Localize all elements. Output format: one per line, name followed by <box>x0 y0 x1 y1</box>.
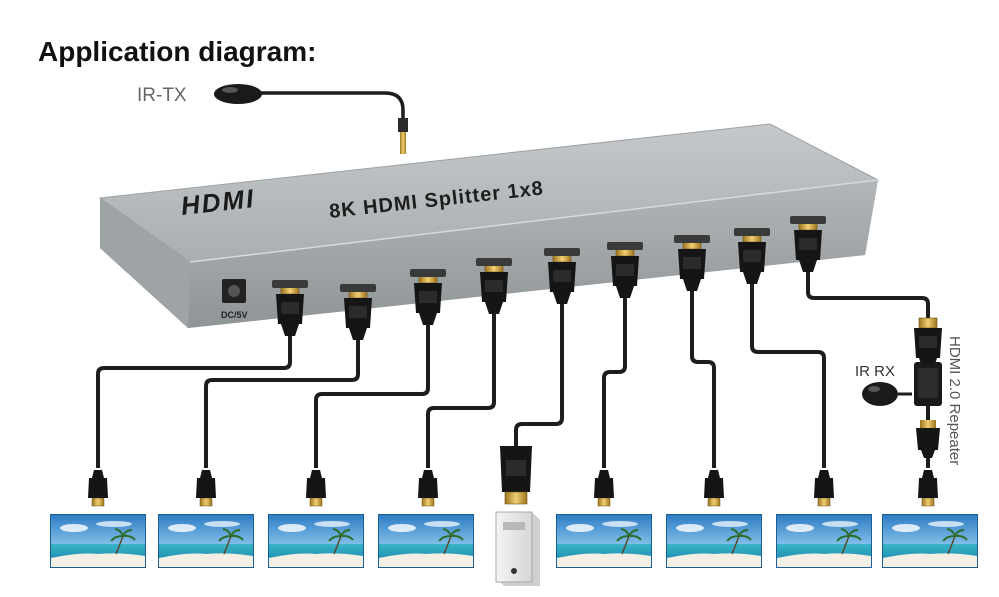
repeater-label: HDMI 2.0 Repeater <box>946 336 963 465</box>
hdmi-repeater <box>913 317 943 458</box>
device-ports <box>272 216 826 292</box>
source-box <box>495 511 540 586</box>
hdmi-splitter-device: HDMI 8K HDMI Splitter 1x8 DC/5V <box>98 123 880 328</box>
diagram-title: Application diagram: <box>38 36 317 67</box>
display-3 <box>267 513 365 569</box>
power-label: DC/5V <box>221 310 248 320</box>
display-7 <box>775 513 873 569</box>
display-5 <box>555 513 653 569</box>
display-8 <box>881 513 979 569</box>
source-plug <box>500 446 532 505</box>
ir-rx-sensor <box>862 382 898 406</box>
ir-rx-label: IR RX <box>855 363 895 380</box>
display-2 <box>157 513 255 569</box>
ir-tx-label: IR-TX <box>137 85 187 106</box>
ir-tx-sensor <box>214 84 408 154</box>
display-6 <box>665 513 763 569</box>
display-1 <box>49 513 147 569</box>
hdmi-cables <box>96 272 930 468</box>
display-4 <box>377 513 475 569</box>
